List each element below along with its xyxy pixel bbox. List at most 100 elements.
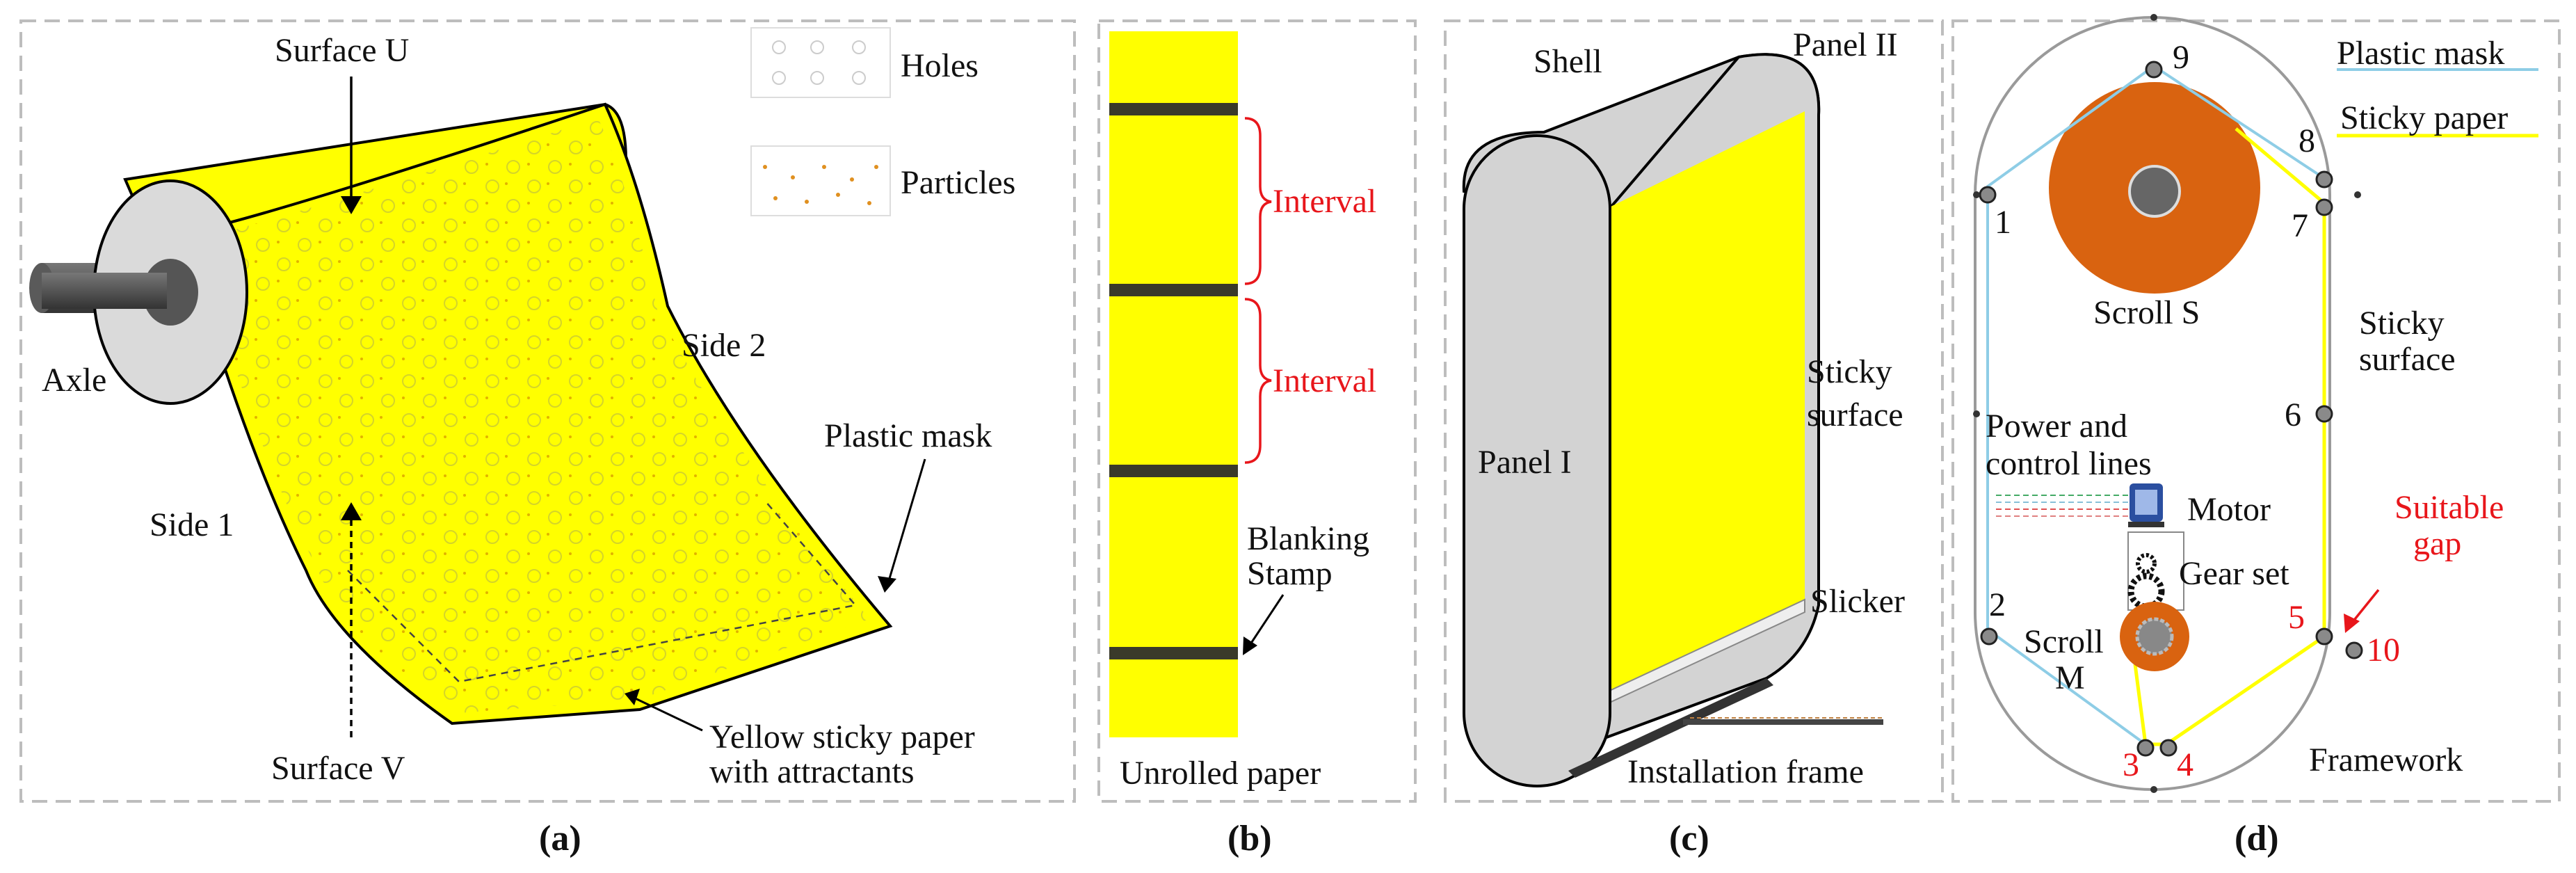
- roller-9: [2145, 61, 2163, 79]
- panel-i: [1463, 134, 1611, 787]
- roller-1: [1979, 186, 1997, 204]
- scroll-m-hub: [2135, 617, 2174, 656]
- framework-oval: [1974, 16, 2331, 791]
- sticky-sheet-pattern: [209, 118, 869, 713]
- d-sticky-surface-line1: Sticky: [2359, 305, 2445, 342]
- installation-frame: [1568, 678, 1773, 778]
- holes-sample: [772, 40, 866, 85]
- paper-label-line1: Yellow sticky paper: [709, 719, 975, 755]
- interval-label-1: Interval: [1273, 183, 1376, 220]
- frame-dots: [1973, 14, 2361, 793]
- roller-6: [2315, 405, 2333, 423]
- plastic-mask-arrowhead: [878, 576, 896, 593]
- surface-u-arrowhead: [341, 196, 362, 214]
- num-8: 8: [2299, 122, 2315, 159]
- unrolled-label: Unrolled paper: [1120, 755, 1321, 792]
- unrolled-paper: [1109, 31, 1238, 737]
- scroll-m-label-line1: Scroll: [2024, 623, 2104, 660]
- num-4: 4: [2177, 746, 2193, 783]
- gear-set-label: Gear set: [2179, 555, 2289, 592]
- legend-holes-label: Holes: [901, 47, 979, 84]
- surface-v-arrowhead: [341, 502, 362, 520]
- legend-particles-label: Particles: [901, 164, 1015, 201]
- num-1: 1: [1995, 204, 2011, 241]
- num-3: 3: [2123, 746, 2139, 783]
- gear-large: [2127, 572, 2165, 610]
- blanking-arrow: [1245, 594, 1285, 651]
- surface-v-label: Surface V: [271, 750, 405, 787]
- blanking-arrowhead: [1243, 636, 1257, 655]
- sticky-surface: [1607, 111, 1805, 696]
- interval-brace-2: [1244, 298, 1272, 464]
- side2-label: Side 2: [682, 327, 766, 364]
- blanking-stamp-4: [1109, 647, 1238, 659]
- roller-3: [2136, 739, 2155, 757]
- num-5: 5: [2288, 599, 2305, 636]
- scroll-s-label: Scroll S: [2093, 294, 2200, 331]
- caption-b: (b): [1227, 819, 1272, 858]
- plastic-mask-outline: [347, 500, 858, 683]
- roller-10: [2345, 641, 2363, 659]
- blanking-stamp-3: [1109, 465, 1238, 477]
- motor-label: Motor: [2187, 491, 2271, 528]
- sticky-paper-path: [2133, 127, 2326, 746]
- panel-a: Surface U Axle Side 1 Side 2 Plastic mas…: [19, 19, 1076, 858]
- panel-a-frame: [19, 19, 1076, 803]
- caption-c: (c): [1669, 819, 1709, 858]
- legend-particles-swatch: [750, 145, 891, 216]
- paper-arrowhead: [625, 689, 640, 705]
- particles-sample: [763, 165, 878, 205]
- interval-label-2: Interval: [1273, 362, 1376, 399]
- roller-4: [2159, 739, 2177, 757]
- num-2: 2: [1989, 586, 2006, 623]
- panel-b-frame: [1097, 19, 1417, 803]
- panel-d: Plastic mask Sticky paper: [1951, 14, 2561, 858]
- sticky-surface-label-line1: Sticky: [1807, 353, 1892, 390]
- blanking-label-line1: Blanking: [1247, 520, 1369, 557]
- suitable-gap-arrowhead: [2344, 614, 2360, 633]
- slicker-label: Slicker: [1810, 583, 1905, 620]
- roller-8: [2315, 170, 2333, 189]
- num-6: 6: [2285, 397, 2301, 433]
- power-control-lines: [1996, 495, 2135, 517]
- roller-2: [1980, 627, 1998, 646]
- plastic-mask-label: Plastic mask: [824, 417, 992, 454]
- panel-c-frame: [1444, 19, 1944, 803]
- blanking-stamp-2: [1109, 284, 1238, 296]
- num-7: 7: [2292, 207, 2308, 244]
- axle-label: Axle: [42, 362, 106, 399]
- shell-label: Shell: [1533, 43, 1602, 80]
- suitable-gap-label-line2: gap: [2413, 525, 2461, 562]
- sticky-surface-label-line2: surface: [1807, 397, 1903, 433]
- panel-d-frame: [1951, 19, 2561, 803]
- num-10: 10: [2367, 632, 2400, 668]
- panel-c: Shell Panel II Panel I Sticky surface Sl…: [1444, 19, 1944, 858]
- caption-a: (a): [539, 819, 581, 858]
- axle-stub: [42, 273, 167, 309]
- d-sticky-surface-line2: surface: [2359, 341, 2456, 378]
- power-lines-label-line1: Power and: [1986, 408, 2127, 444]
- paper-arrow: [629, 694, 703, 732]
- installation-frame-label: Installation frame: [1627, 753, 1864, 790]
- panel-ii-label: Panel II: [1793, 26, 1898, 63]
- suitable-gap-label-line1: Suitable: [2394, 489, 2504, 526]
- blanking-stamp-1: [1109, 103, 1238, 115]
- blanking-label-line2: Stamp: [1247, 555, 1333, 592]
- framework-label: Framework: [2309, 742, 2463, 778]
- plastic-mask-arrow: [885, 458, 926, 588]
- motor: [2128, 483, 2164, 527]
- gear-small: [2136, 553, 2157, 574]
- scroll-m-label-line2: M: [2055, 659, 2085, 696]
- side1-label: Side 1: [150, 506, 234, 543]
- interval-brace-1: [1244, 117, 1272, 285]
- caption-d: (d): [2235, 819, 2279, 858]
- surface-u-label: Surface U: [275, 32, 409, 69]
- legend-plastic-mask-label: Plastic mask: [2337, 35, 2504, 72]
- power-lines-label-line2: control lines: [1986, 445, 2152, 482]
- panel-i-label: Panel I: [1478, 444, 1572, 481]
- num-9: 9: [2173, 39, 2189, 76]
- scroll-s-hub: [2128, 165, 2181, 218]
- roller-7: [2315, 198, 2333, 216]
- legend-holes-swatch: [750, 27, 891, 98]
